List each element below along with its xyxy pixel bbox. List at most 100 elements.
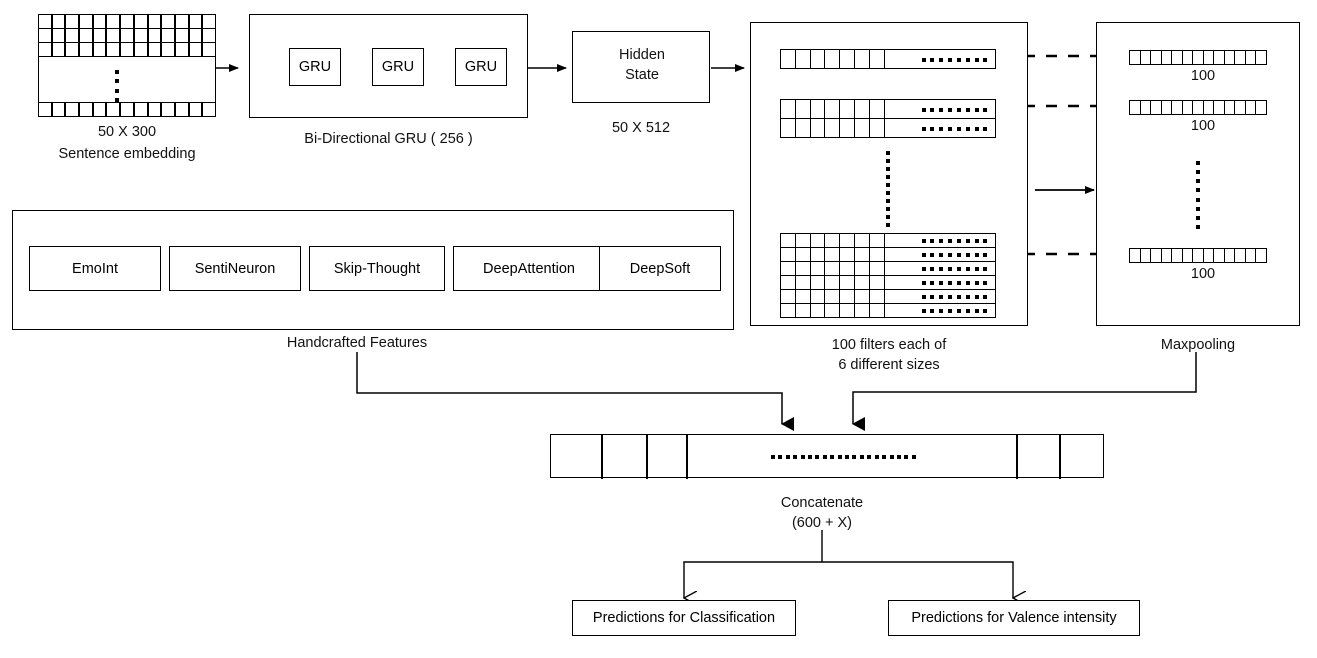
gru-unit-3: GRU (455, 48, 507, 86)
filter-cell (839, 289, 855, 304)
output-box-classification[interactable]: Predictions for Classification (572, 600, 796, 636)
concat-divider (1059, 435, 1061, 479)
filter-cell (794, 261, 811, 276)
concat-divider (1016, 435, 1018, 479)
pool-cells (1129, 248, 1267, 263)
filter-cell (839, 261, 855, 276)
filter-cell (824, 99, 841, 119)
filter-cell (794, 289, 811, 304)
filter-cell (853, 233, 870, 248)
filter-group-2 (780, 99, 996, 138)
filter-dots (921, 295, 988, 299)
filter-tail (883, 118, 996, 138)
feature-label: Skip-Thought (333, 260, 421, 277)
embedding-cell (174, 42, 189, 57)
filter-cell (809, 247, 826, 262)
feature-label: EmoInt (72, 260, 118, 277)
filter-cell (794, 303, 811, 318)
embedding-cell (38, 28, 52, 43)
embedding-cell (106, 42, 121, 57)
filter-dots (921, 127, 988, 131)
filter-cell (824, 289, 841, 304)
embedding-cell (65, 14, 80, 29)
hidden-state-caption: 50 X 512 (611, 120, 671, 136)
output-box-valence-intensity[interactable]: Predictions for Valence intensity (888, 600, 1140, 636)
filter-cell (853, 303, 870, 318)
filter-cell (780, 261, 796, 276)
embedding-cell (174, 28, 189, 43)
embedding-cell (161, 14, 175, 29)
filter-dots (921, 108, 988, 112)
embedding-cell (202, 14, 216, 29)
filter-tail (883, 99, 996, 119)
filter-cell (780, 247, 796, 262)
embedding-cell (133, 28, 148, 43)
filter-cell (780, 289, 796, 304)
embedding-cell (79, 28, 93, 43)
conv-caption-line2: 6 different sizes (838, 356, 940, 373)
filter-cell (780, 49, 796, 69)
pool-cell (1255, 50, 1267, 65)
arrow-concat-to-outputs (684, 530, 1013, 598)
embedding-cell (120, 42, 134, 57)
feature-box-deepattention[interactable]: DeepAttention (453, 246, 605, 291)
embedding-ellipsis (115, 70, 119, 102)
embedding-label-name: Sentence embedding (58, 146, 196, 162)
filter-dots (921, 281, 988, 285)
filter-cell (809, 49, 826, 69)
handcrafted-features-caption: Handcrafted Features (286, 335, 428, 351)
filter-cell (780, 118, 796, 138)
filter-dots (921, 267, 988, 271)
embedding-cell (65, 28, 80, 43)
filter-group-1 (780, 49, 996, 69)
feature-label: DeepAttention (483, 260, 575, 277)
filter-cell (780, 233, 796, 248)
filter-row (780, 233, 996, 248)
filter-cell (809, 118, 826, 138)
embedding-cell (79, 14, 93, 29)
gru-unit-2: GRU (372, 48, 424, 86)
embedding-cell (161, 28, 175, 43)
pool-cell (1255, 100, 1267, 115)
concatenate-caption: Concatenate(600 + X) (690, 494, 954, 533)
embedding-cell (38, 102, 52, 117)
embedding-cell (174, 102, 189, 117)
embedding-cell (106, 102, 121, 117)
feature-box-sentineuron[interactable]: SentiNeuron (169, 246, 301, 291)
feature-box-emoint[interactable]: EmoInt (29, 246, 161, 291)
filter-cell (839, 303, 855, 318)
filter-cell (809, 261, 826, 276)
output-label: Predictions for Classification (592, 610, 776, 626)
hidden-state-line2: State (625, 66, 659, 83)
filter-dots (921, 58, 988, 62)
arrow-handcrafted-to-concat (356, 352, 794, 431)
embedding-cell (92, 42, 107, 57)
filter-dots (921, 253, 988, 257)
embedding-cell (133, 14, 148, 29)
feature-box-deepsoft[interactable]: DeepSoft (599, 246, 721, 291)
embedding-cell (147, 14, 162, 29)
maxpool-row-label: 100 (1190, 68, 1216, 84)
embedding-cell (174, 14, 189, 29)
concat-dots (771, 455, 916, 459)
filter-cell (824, 247, 841, 262)
filter-cell (780, 275, 796, 290)
arrow-maxpool-to-concat (852, 352, 1197, 431)
filter-cell (868, 247, 885, 262)
concat-divider (601, 435, 603, 479)
filter-tail (883, 49, 996, 69)
filter-cell (868, 99, 885, 119)
feature-box-skip-thought[interactable]: Skip-Thought (309, 246, 445, 291)
sentence-embedding-matrix (38, 14, 216, 117)
filter-cell (853, 261, 870, 276)
filter-cell (868, 49, 885, 69)
maxpooling-block: 100 100 100 (1096, 22, 1300, 326)
bidirectional-gru-block: GRU GRU GRU (249, 14, 528, 118)
maxpool-row-label: 100 (1190, 118, 1216, 134)
filter-tail (883, 261, 996, 276)
filter-cell (853, 275, 870, 290)
filter-cell (839, 99, 855, 119)
embedding-cell (51, 28, 66, 43)
embedding-label-dims: 50 X 300 (97, 124, 157, 140)
filter-cell (868, 303, 885, 318)
